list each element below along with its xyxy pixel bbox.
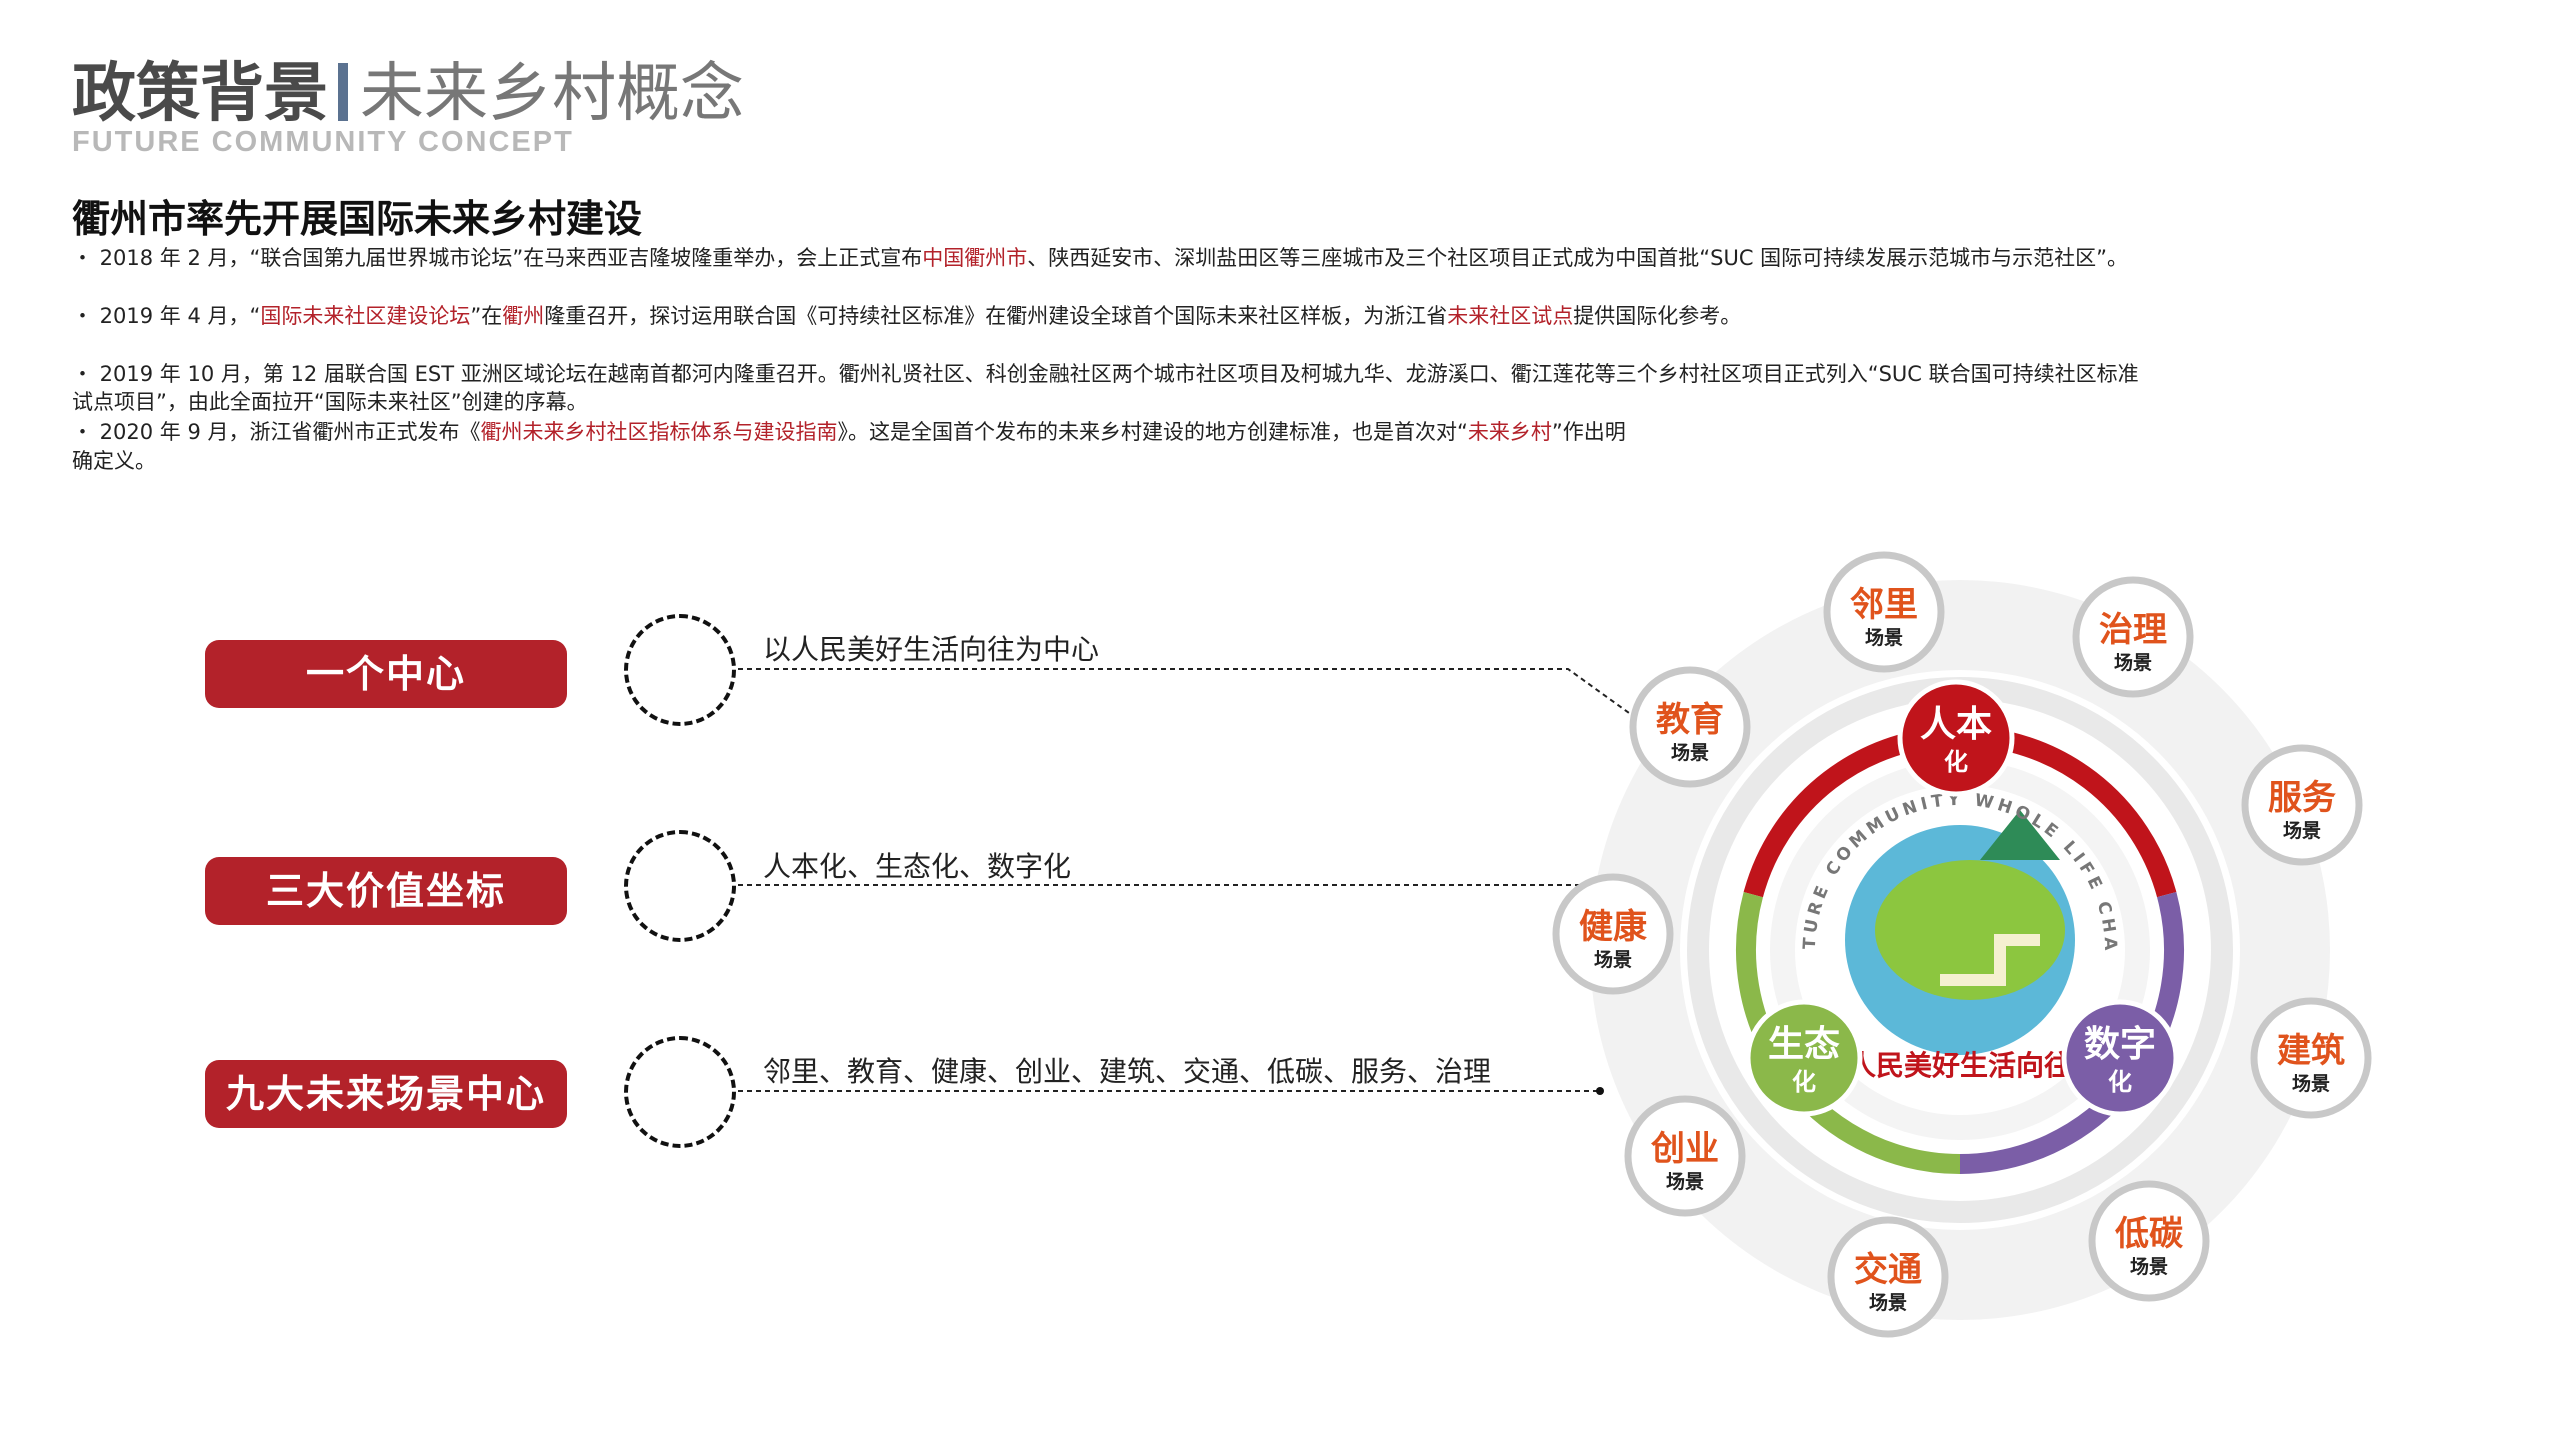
title-sub: 未来乡村概念 (360, 57, 744, 131)
core-value-name: 数字 (2084, 1024, 2156, 1065)
pillar-label-values: 三大价值坐标 (205, 857, 567, 925)
body-text: ”作出明 (1551, 420, 1626, 444)
body-text: ・ 2019 年 10 月，第 12 届联合国 EST 亚洲区域论坛在越南首都河… (72, 362, 2139, 386)
core-value-circle (2061, 999, 2179, 1117)
scenario-name: 建筑 (2277, 1031, 2345, 1071)
title-divider (338, 63, 348, 121)
highlight-text: 国际未来社区建设论坛 (260, 304, 471, 328)
bullet-line: ・ 2020 年 9 月，浙江省衢州市正式发布《衢州未来乡村社区指标体系与建设指… (72, 418, 1626, 446)
scenario-circle (1823, 551, 1945, 673)
scenario-name: 服务 (2268, 778, 2336, 818)
highlight-text: 未来社区试点 (1447, 304, 1574, 328)
body-text: 试点项目”，由此全面拉开“国际未来社区”创建的序幕。 (72, 390, 588, 414)
highlight-text: 中国衢州市 (922, 246, 1028, 270)
body-text: 隆重召开，探讨运用联合国《可持续社区标准》在衢州建设全球首个国际未来社区样板，为… (544, 304, 1448, 328)
scenario-suffix: 场景 (1671, 742, 1709, 764)
scenario-suffix: 场景 (2114, 652, 2152, 674)
scenario-suffix: 场景 (2292, 1073, 2330, 1095)
dashed-circle-icon (624, 614, 736, 726)
core-value-circle (1897, 679, 2015, 797)
page-title: 政策背景未来乡村概念 (72, 56, 744, 132)
body-text: 确定义。 (72, 449, 156, 473)
road-icon (1940, 934, 2040, 986)
core-value-suffix: 化 (2108, 1068, 2132, 1096)
bullet-line: ・ 2019 年 10 月，第 12 届联合国 EST 亚洲区域论坛在越南首都河… (72, 360, 2139, 388)
core-value-name: 生态 (1768, 1024, 1840, 1065)
scenario-suffix: 场景 (2283, 820, 2321, 842)
core-value-suffix: 化 (1792, 1068, 1816, 1096)
dashed-circle-icon (624, 1036, 736, 1148)
scenario-circle (1552, 873, 1674, 995)
body-text: ・ 2020 年 9 月，浙江省衢州市正式发布《 (72, 420, 481, 444)
section-heading: 衢州市率先开展国际未来乡村建设 (72, 197, 643, 241)
body-text: 》。这是全国首个发布的未来乡村建设的地方创建标准，也是首次对“ (837, 420, 1468, 444)
scenario-name: 低碳 (2115, 1214, 2184, 1254)
scenario-circle (1827, 1216, 1949, 1338)
scenario-name: 创业 (1650, 1129, 1719, 1169)
highlight-text: 衢州未来乡村社区指标体系与建设指南 (480, 420, 838, 444)
dashed-circle-icon (624, 830, 736, 942)
scenario-circle (2072, 576, 2194, 698)
title-main: 政策背景 (72, 57, 328, 131)
scenario-circle (2250, 997, 2372, 1119)
scenario-circle (1624, 1095, 1746, 1217)
scenario-circle (2241, 744, 2363, 866)
scenario-suffix: 场景 (1594, 949, 1632, 971)
scenario-name: 健康 (1579, 907, 1647, 947)
scenario-suffix: 场景 (2130, 1256, 2168, 1278)
core-value-suffix: 化 (1944, 748, 1968, 776)
pillar-label-center: 一个中心 (205, 640, 567, 708)
center-slogan: 人民美好生活向往 (1848, 1049, 2072, 1082)
page-subtitle: FUTURE COMMUNITY CONCEPT (72, 126, 574, 158)
highlight-text: 未来乡村 (1467, 420, 1552, 444)
scenario-suffix: 场景 (1869, 1292, 1907, 1314)
pillar-text-scenarios: 邻里、教育、健康、创业、建筑、交通、低碳、服务、治理 (763, 1055, 1492, 1088)
body-text: 、陕西延安市、深圳盐田区等三座城市及三个社区项目正式成为中国首批“SUC 国际可… (1027, 246, 2129, 270)
highlight-text: 衢州 (502, 304, 545, 328)
bullet-line: 确定义。 (72, 447, 156, 475)
scenario-suffix: 场景 (1666, 1171, 1704, 1193)
bullet-line: ・ 2019 年 4 月，“国际未来社区建设论坛”在衢州隆重召开，探讨运用联合国… (72, 302, 1741, 330)
body-text: 提供国际化参考。 (1573, 304, 1742, 328)
pillar-text-values: 人本化、生态化、数字化 (763, 850, 1072, 883)
scenario-name: 交通 (1854, 1250, 1922, 1290)
pillar-label-scenarios: 九大未来场景中心 (205, 1060, 567, 1128)
scenario-name: 教育 (1656, 700, 1724, 740)
scenario-name: 治理 (2099, 610, 2167, 650)
body-text: ・ 2019 年 4 月，“ (72, 304, 261, 328)
pillar-text-center: 以人民美好生活向往为中心 (763, 633, 1100, 666)
body-text: ”在 (470, 304, 503, 328)
village-land (1875, 860, 2065, 1000)
core-value-name: 人本 (1920, 704, 1992, 745)
mountain-icon (1980, 810, 2060, 860)
body-text: ・ 2018 年 2 月，“联合国第九届世界城市论坛”在马来西亚吉隆坡隆重举办，… (72, 246, 923, 270)
scenario-circle (1629, 666, 1751, 788)
connector-dot (1596, 1087, 1604, 1095)
bullet-line: 试点项目”，由此全面拉开“国际未来社区”创建的序幕。 (72, 388, 588, 416)
core-value-circle (1745, 999, 1863, 1117)
scenario-suffix: 场景 (1865, 627, 1903, 649)
scenario-circle (2088, 1180, 2210, 1302)
scenario-name: 邻里 (1850, 585, 1918, 625)
bullet-line: ・ 2018 年 2 月，“联合国第九届世界城市论坛”在马来西亚吉隆坡隆重举办，… (72, 244, 2128, 272)
